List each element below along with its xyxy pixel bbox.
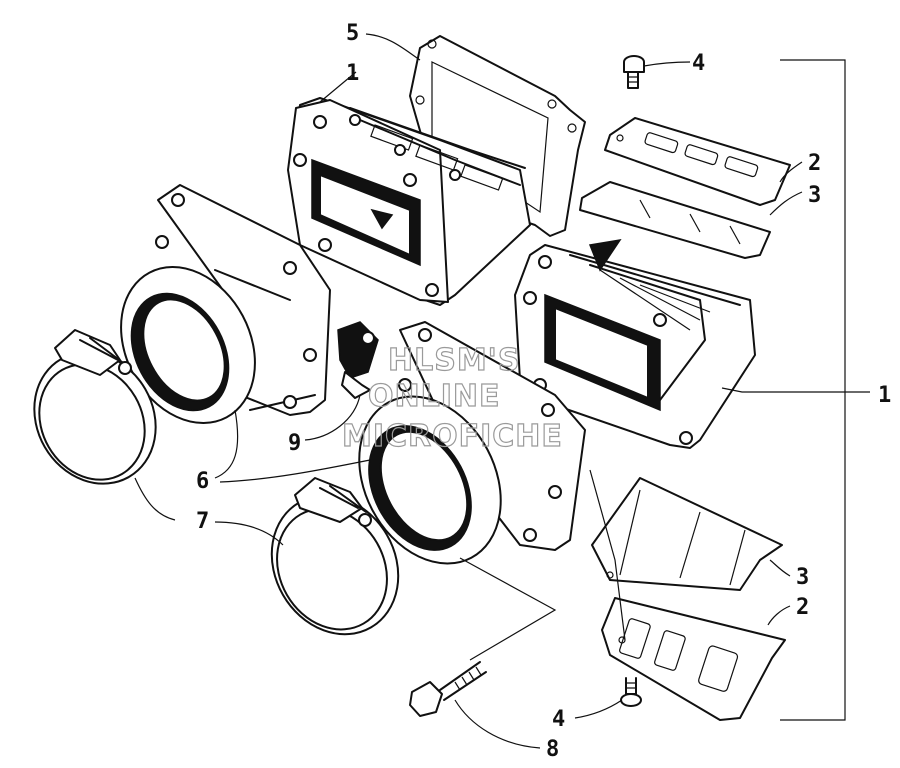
callout-3-bottom: 3 (796, 565, 809, 590)
callout-5: 5 (346, 21, 359, 46)
clamp-upper-part-7 (33, 329, 157, 485)
screw-lower-part-4 (620, 677, 642, 707)
watermark-line-1: HLSM'S (388, 343, 520, 378)
screw-upper-part-4 (623, 55, 645, 89)
bracket-part-9 (337, 321, 379, 399)
reed-cage-upper-part-1 (287, 97, 531, 306)
watermark: HLSM'S ONLINE MICROFICHE (341, 342, 563, 454)
reed-petals-lower-part-3 (591, 477, 783, 591)
callout-4-top: 4 (692, 51, 705, 76)
callout-4-bottom: 4 (552, 707, 565, 732)
callout-7: 7 (196, 509, 209, 534)
watermark-line-2: ONLINE (368, 379, 501, 414)
callout-9: 9 (288, 431, 301, 456)
callout-1-top: 1 (346, 61, 359, 86)
intake-boot-left-part-6 (120, 184, 331, 425)
callout-2-top: 2 (808, 151, 821, 176)
callout-labels: 5 1 4 2 3 1 9 6 7 3 2 4 8 (196, 21, 891, 762)
reed-cage-right-part-1 (514, 238, 756, 449)
watermark-line-3: MICROFICHE (342, 419, 563, 454)
bolt-part-8 (409, 661, 487, 717)
reed-stop-lower-part-2 (601, 597, 786, 721)
callout-8: 8 (546, 737, 559, 762)
callout-1-right: 1 (878, 383, 891, 408)
leader-lines (134, 33, 870, 749)
reed-stop-upper-part-2 (604, 117, 791, 206)
callout-2-bottom: 2 (796, 595, 809, 620)
clamp-lower-part-7 (270, 477, 400, 636)
callout-3-top: 3 (808, 183, 821, 208)
intake-boot-right-part-6 (358, 321, 586, 565)
reed-petals-upper-part-3 (579, 181, 771, 259)
callout-6: 6 (196, 469, 209, 494)
